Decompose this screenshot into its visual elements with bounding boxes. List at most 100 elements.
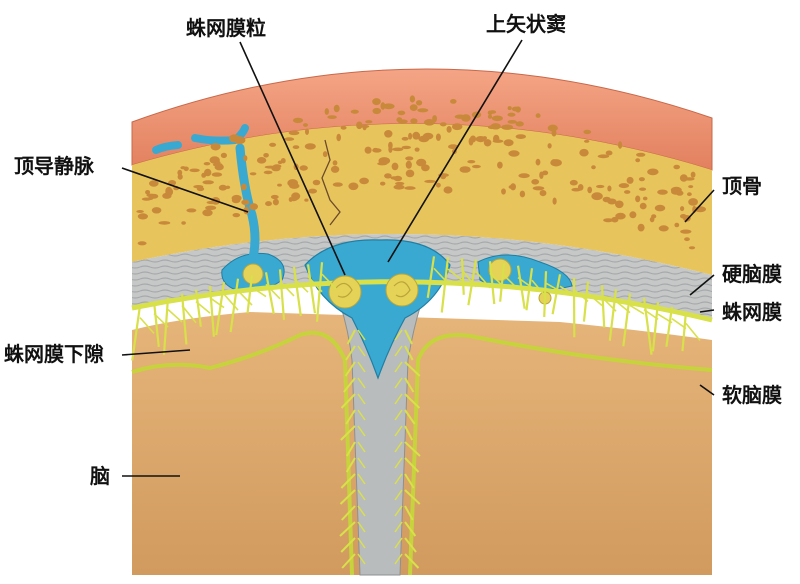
label-arachnoid: 蛛网膜 <box>722 302 782 322</box>
diploe-spot <box>410 95 415 102</box>
diploe-spot <box>263 153 269 158</box>
diploe-spot <box>461 114 471 122</box>
diploe-spot <box>469 138 474 146</box>
diploe-spot <box>615 213 625 220</box>
diploe-spot <box>308 189 317 194</box>
diploe-spot <box>680 206 684 211</box>
diploe-spot <box>138 241 147 245</box>
diploe-spot <box>178 174 183 180</box>
diploe-spot <box>211 143 221 150</box>
diploe-spot <box>533 186 545 190</box>
diploe-spot <box>607 199 616 205</box>
diploe-spot <box>149 180 159 186</box>
diploe-spot <box>579 149 588 157</box>
diploe-spot <box>417 108 428 112</box>
diploe-spot <box>189 169 199 173</box>
diploe-spot <box>583 130 591 134</box>
diploe-spot <box>186 208 196 212</box>
diploe-spot <box>691 172 696 178</box>
diploe-spot <box>627 177 634 184</box>
diploe-spot <box>531 179 539 185</box>
diploe-spot <box>289 131 300 135</box>
diploe-spot <box>406 161 412 169</box>
diploe-spot <box>225 186 230 189</box>
diploe-spot <box>334 105 340 112</box>
diploe-spot <box>424 119 435 126</box>
diploe-spot <box>313 180 321 186</box>
diploe-spot <box>333 182 343 186</box>
diploe-spot <box>284 137 294 141</box>
label-dura-mater: 硬脑膜 <box>722 264 782 284</box>
diploe-spot <box>204 162 211 165</box>
diploe-spot <box>410 118 417 124</box>
diploe-spot <box>584 140 589 143</box>
diploe-spot <box>508 106 512 110</box>
diploe-spot <box>212 172 222 176</box>
diploe-spot <box>488 111 493 116</box>
diploe-spot <box>289 183 299 189</box>
diploe-spot <box>518 173 529 178</box>
diploe-spot <box>423 133 433 140</box>
diploe-spot <box>373 108 382 114</box>
diploe-spot <box>381 102 386 110</box>
emissary-vein-fragment <box>156 145 178 150</box>
diploe-spot <box>204 169 211 177</box>
diploe-spot <box>331 166 339 173</box>
diploe-spot <box>402 146 411 149</box>
diploe-spot <box>158 221 170 225</box>
diploe-spot <box>508 150 519 156</box>
diploe-spot <box>333 160 338 165</box>
arachnoid-granulation-left <box>243 264 263 284</box>
diploe-spot <box>501 188 506 194</box>
diploe-spot <box>145 190 150 195</box>
diploe-spot <box>243 155 247 161</box>
diploe-spot <box>539 172 543 179</box>
diploe-spot <box>232 195 242 201</box>
diploe-spot <box>210 156 220 164</box>
diploe-spot <box>689 246 695 249</box>
diploe-spot <box>591 192 602 200</box>
diploe-spot <box>327 115 336 119</box>
diploe-spot <box>412 132 420 140</box>
diploe-spot <box>659 225 669 231</box>
diploe-spot <box>587 187 592 194</box>
diploe-spot <box>405 156 413 160</box>
diploe-spot <box>516 134 526 139</box>
trabecula <box>168 310 182 323</box>
diploe-spot <box>365 120 372 123</box>
diploe-spot <box>548 125 558 132</box>
diploe-spot <box>550 159 562 166</box>
diploe-spot <box>684 237 690 241</box>
diploe-spot <box>277 184 282 187</box>
diploe-spot <box>152 207 162 213</box>
diploe-spot <box>356 122 362 130</box>
diploe-spot <box>415 148 420 152</box>
diploe-spot <box>202 180 214 184</box>
diploe-spot <box>450 99 457 104</box>
diploe-spot <box>436 134 441 141</box>
diploe-spot <box>180 166 185 169</box>
diploe-spot <box>388 146 392 153</box>
diploe-spot <box>408 133 412 140</box>
diploe-spot <box>396 117 402 122</box>
diploe-spot <box>351 110 359 114</box>
diploe-spot <box>512 107 520 112</box>
diploe-spot <box>264 171 273 175</box>
diploe-spot <box>680 230 691 234</box>
diploe-spot <box>395 182 404 185</box>
diploe-spot <box>394 185 405 190</box>
diploe-spot <box>452 123 462 130</box>
diploe-spot <box>607 186 611 192</box>
diploe-spot <box>341 126 347 130</box>
diploe-spot <box>591 165 596 169</box>
diploe-spot <box>271 195 279 199</box>
diploe-spot <box>336 134 341 142</box>
arachnoid-granulation-mid-left <box>329 276 361 308</box>
diploe-spot <box>323 151 328 157</box>
diploe-spot <box>447 126 452 133</box>
diploe-spot <box>249 203 258 210</box>
diploe-spot <box>655 205 665 212</box>
diploe-spot <box>440 122 447 126</box>
diploe-spot <box>241 184 247 191</box>
diploe-spot <box>136 210 144 213</box>
